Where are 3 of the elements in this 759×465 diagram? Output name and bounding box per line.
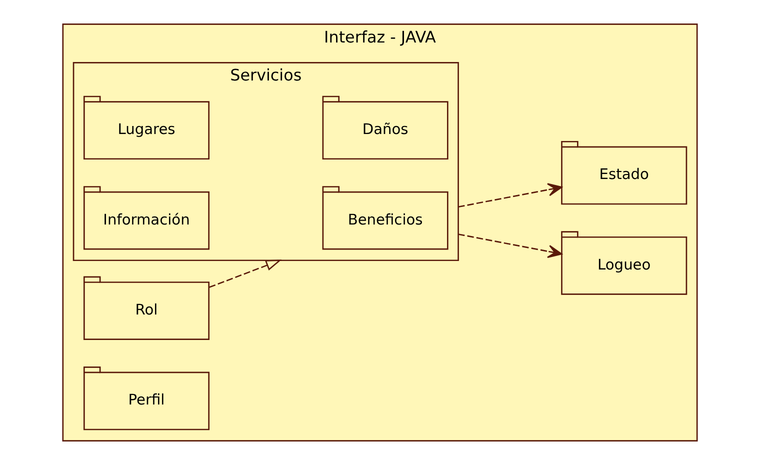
arrow xyxy=(458,183,562,208)
arrow xyxy=(208,260,282,288)
arrow xyxy=(458,234,562,258)
